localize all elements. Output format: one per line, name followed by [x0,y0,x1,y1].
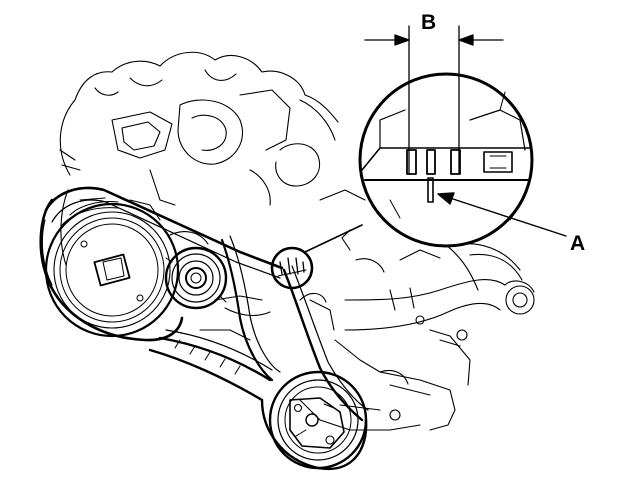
callout-label-b: B [421,11,437,34]
tensioner-indicator-location [270,224,363,290]
callout-label-a: A [570,232,586,255]
idler-pulley [164,246,228,310]
dimension-b [364,25,504,175]
drive-belt [44,186,369,471]
magnified-detail-view [358,72,534,248]
crankshaft-pulley [39,198,184,342]
engine-block [41,51,535,431]
leader-a [437,192,567,237]
lower-pulley [268,370,368,470]
